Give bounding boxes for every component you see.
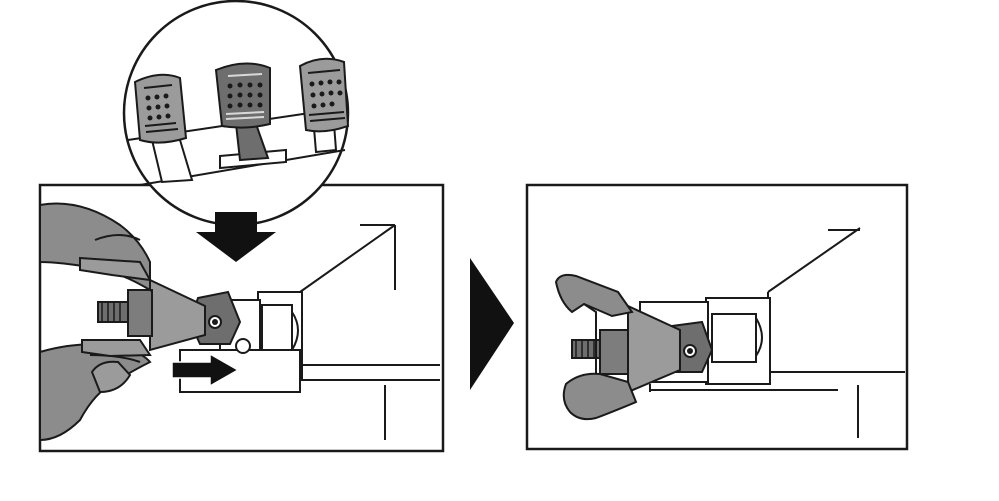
spring-bolt	[127, 289, 153, 337]
mount-hole	[235, 338, 251, 354]
pedal-brake	[214, 62, 287, 170]
attached-spring	[571, 304, 714, 394]
spring-bolt-step-2	[599, 329, 629, 375]
pedal-clutch	[133, 73, 194, 184]
step-2-panel	[525, 183, 909, 451]
pedal-accelerator	[298, 57, 350, 154]
spring-end	[97, 278, 251, 354]
pedal-zoom-callout	[122, 0, 350, 227]
next-step-arrow-icon	[470, 258, 514, 390]
spring-gripper	[79, 256, 152, 358]
spring-gripper-step-2	[554, 273, 638, 421]
push-arrow-icon	[171, 352, 240, 388]
down-arrow-icon	[196, 212, 276, 262]
